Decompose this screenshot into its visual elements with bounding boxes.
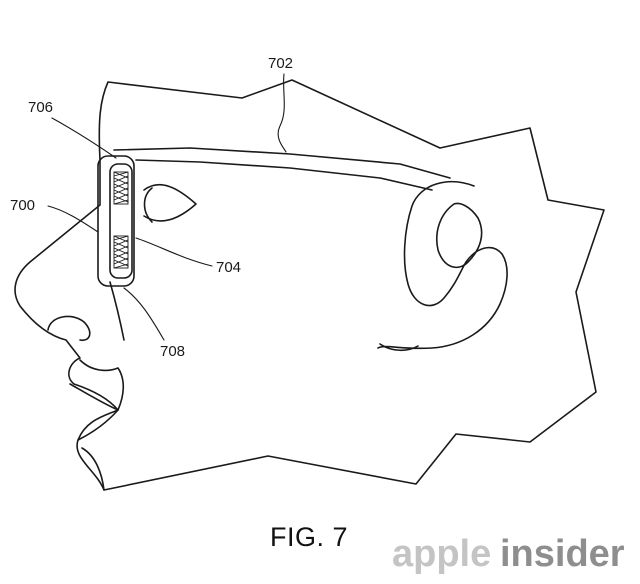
leader-702 (277, 73, 287, 153)
emitter-bottom (113, 235, 129, 269)
eye (143, 183, 197, 222)
nostril (47, 315, 91, 342)
label-708: 708 (160, 343, 185, 360)
ear-lobe (379, 343, 419, 352)
head-outline (14, 79, 605, 491)
label-706: 706 (28, 99, 53, 116)
leader-706 (51, 117, 117, 159)
emitter-top (113, 171, 129, 205)
label-704: 704 (216, 259, 241, 276)
label-702: 702 (268, 55, 293, 72)
lens-housing-outer (97, 155, 135, 287)
watermark-logo: apple insider (392, 533, 625, 575)
upper-lip (79, 359, 125, 411)
svg-text:apple: apple (392, 533, 491, 575)
leader-700 (47, 205, 99, 233)
eye-iris (143, 187, 153, 223)
ear (377, 181, 508, 350)
ear-inner (436, 202, 483, 269)
chin-crease (81, 447, 105, 491)
nose-bridge (109, 281, 125, 341)
svg-text:insider: insider (500, 533, 625, 575)
leader-708 (123, 287, 165, 341)
lower-lip (69, 383, 119, 441)
frame-arm-lower (135, 159, 433, 191)
frame-arm (113, 147, 451, 179)
label-700: 700 (10, 197, 35, 214)
leader-704 (135, 237, 213, 267)
figure-caption: FIG. 7 (270, 522, 348, 552)
lens-housing-inner (109, 163, 133, 279)
